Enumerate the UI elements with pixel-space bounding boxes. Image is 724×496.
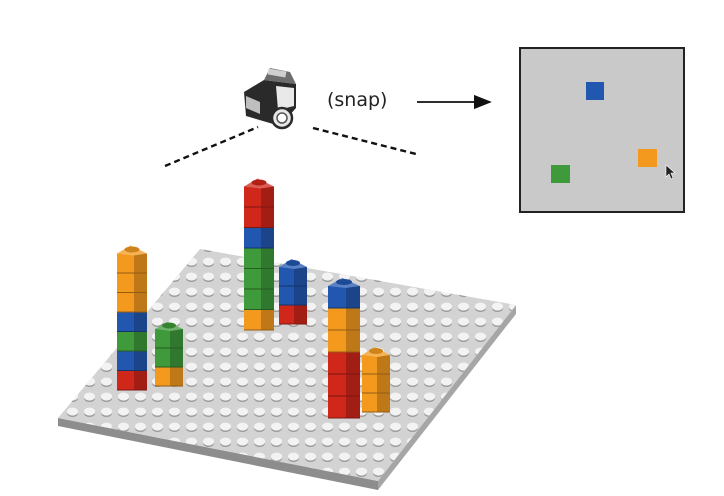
brick-green <box>244 289 274 310</box>
baseplate <box>58 249 516 490</box>
tower-stud <box>286 260 300 266</box>
brick-orange <box>117 273 147 293</box>
baseplate-edge <box>58 418 378 490</box>
brick-green <box>155 329 183 349</box>
snapshot-panel <box>519 47 685 213</box>
brick-orange <box>117 292 147 313</box>
brick-green <box>117 331 147 352</box>
tower-left-tall <box>117 245 147 391</box>
brick-orange <box>117 253 147 274</box>
brick-blue <box>279 267 307 287</box>
baseplate-studs <box>58 249 516 481</box>
brick-red <box>279 305 307 325</box>
tower-stud <box>336 279 352 285</box>
tower-stud <box>124 246 140 253</box>
brick-orange <box>328 330 360 353</box>
baseplate-front-edge <box>378 305 516 490</box>
brick-blue <box>328 286 360 309</box>
brick-orange <box>155 367 183 387</box>
camera-view-line-left <box>164 125 259 168</box>
camera-view-line-right <box>312 126 417 156</box>
brick-blue <box>279 286 307 306</box>
tower-right-tall <box>328 278 360 419</box>
brick-red <box>328 396 360 419</box>
camera-icon <box>244 68 296 130</box>
snapshot-green-square <box>551 165 570 183</box>
tower-right-short <box>362 347 390 413</box>
brick-red <box>244 186 274 208</box>
tower-left-short <box>155 322 183 387</box>
snapshot-orange-square <box>638 149 657 167</box>
snapshot-blue-square <box>586 82 604 100</box>
brick-red <box>328 352 360 375</box>
brick-red <box>328 374 360 397</box>
tower-stud <box>251 179 267 186</box>
brick-red <box>244 207 274 228</box>
tower-stud <box>369 348 383 354</box>
mouse-cursor-icon <box>665 164 676 180</box>
brick-green <box>155 348 183 368</box>
brick-orange <box>244 309 274 331</box>
brick-red <box>117 370 147 391</box>
brick-green <box>244 268 274 290</box>
brick-green <box>244 248 274 269</box>
tower-center-tall <box>244 178 274 331</box>
brick-blue <box>117 351 147 371</box>
tower-center-short <box>279 259 307 325</box>
lego-towers <box>117 178 390 419</box>
brick-blue <box>244 227 274 249</box>
brick-orange <box>362 355 390 375</box>
tower-stud <box>162 322 176 329</box>
brick-orange <box>328 308 360 331</box>
brick-blue <box>117 312 147 332</box>
brick-orange <box>362 393 390 413</box>
brick-orange <box>362 374 390 394</box>
snapshot-frame <box>519 47 685 213</box>
snap-caption: (snap) <box>327 89 388 111</box>
